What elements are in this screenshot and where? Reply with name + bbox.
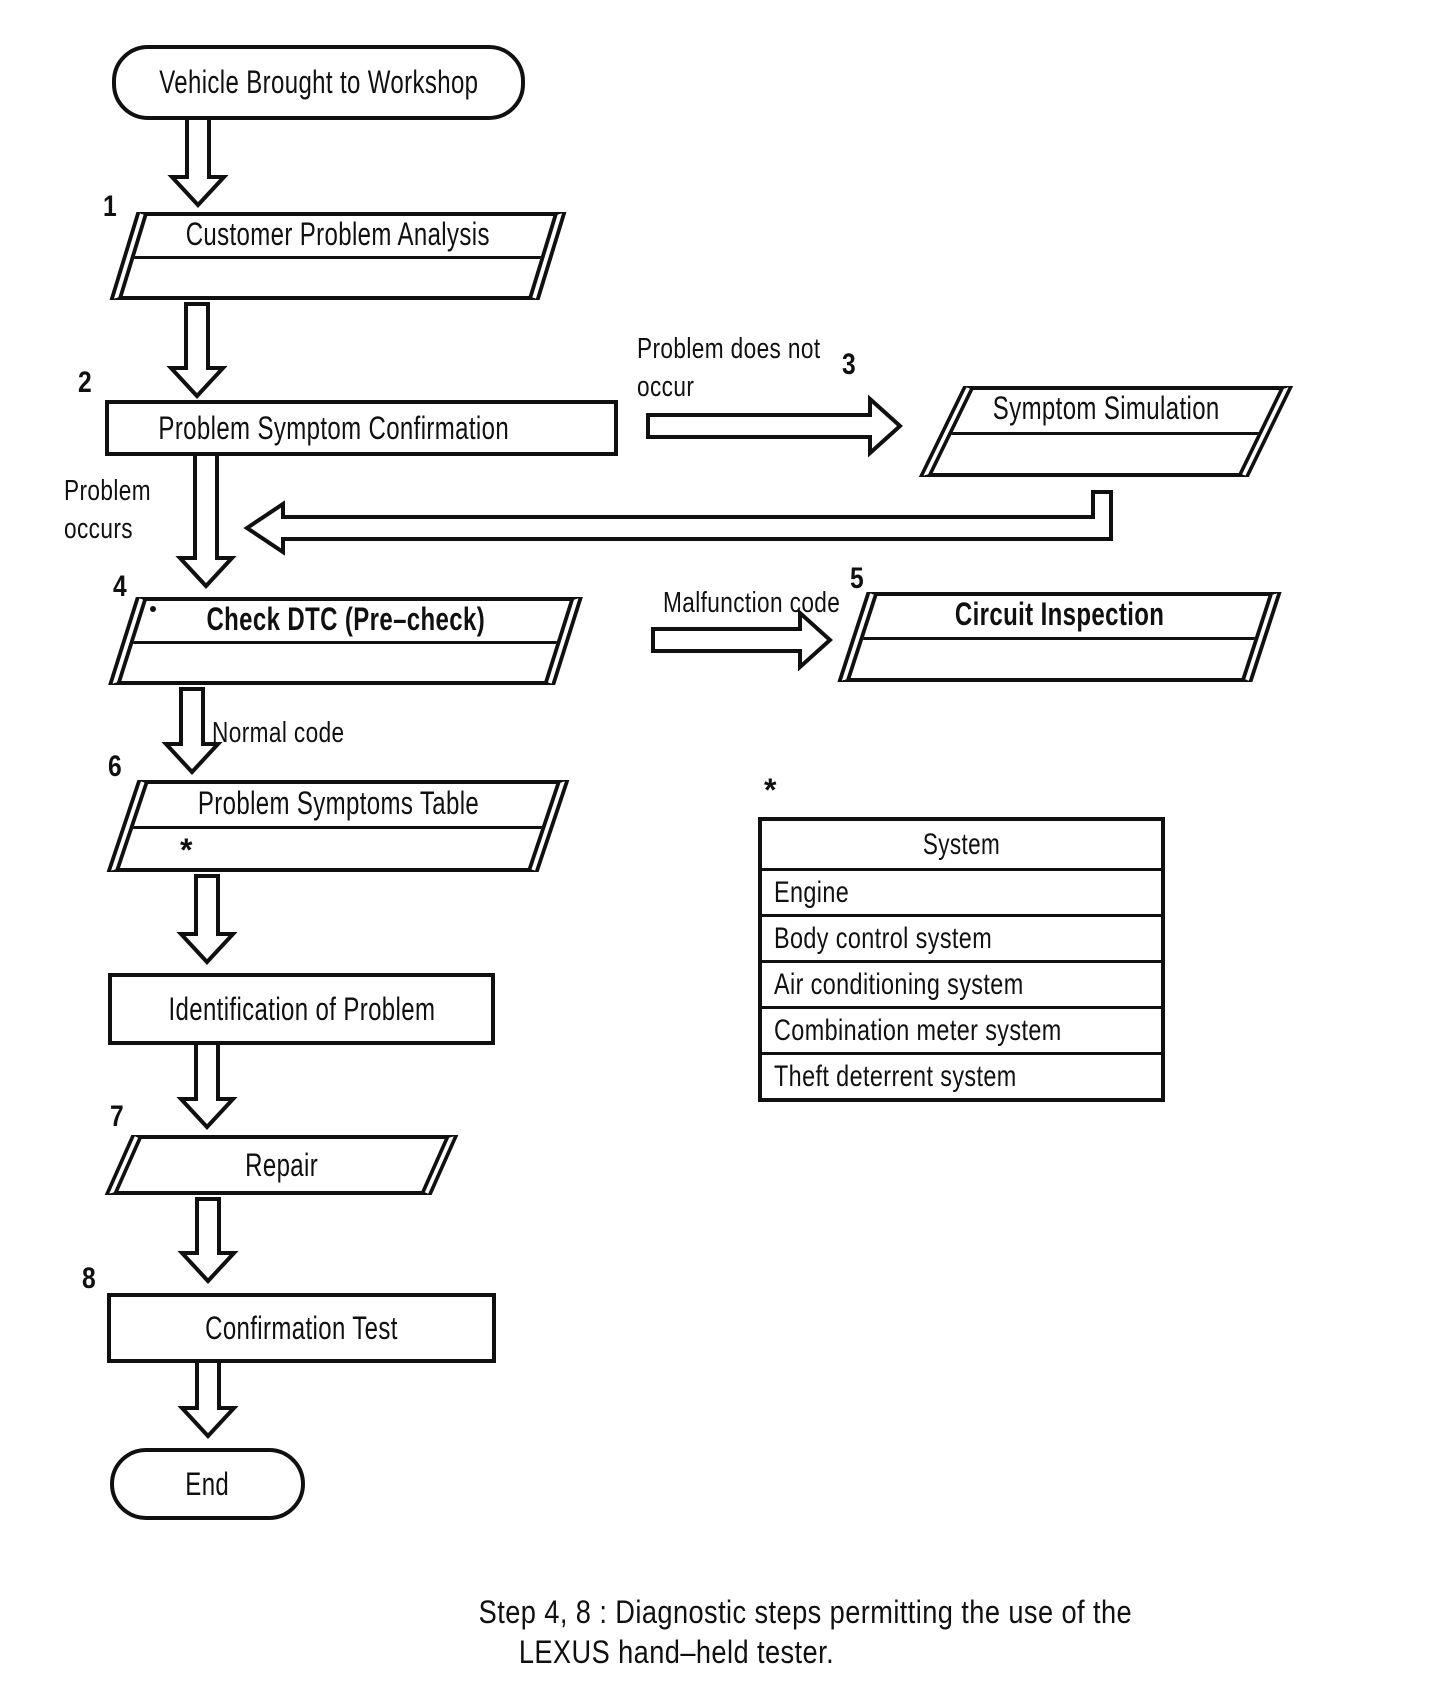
step6-divider [132,826,542,829]
label-malfunction-code: Malfunction code [663,587,841,619]
label-normal-code: Normal code [212,717,345,749]
terminator-end-label: End [185,1465,230,1502]
step6-footnote-mark: * [180,832,193,868]
arrow-step1-to-step2 [166,302,228,399]
step4-divider [133,641,557,644]
scan-speck [150,606,156,612]
step7-label: Repair [245,1146,318,1183]
arrow-step2-to-step4 [175,450,237,589]
terminator-end: End [110,1448,305,1520]
terminator-start-label: Vehicle Brought to Workshop [158,64,479,100]
arrow-step7-to-step8 [177,1197,239,1284]
step8-confirmation-test: Confirmation Test [107,1293,496,1363]
arrow-malfunction-code [651,608,833,672]
step1-label: Customer Problem Analysis [185,215,491,252]
step2-label: Problem Symptom Confirmation [158,409,510,446]
system-table-header-label: System [922,827,1001,861]
step8-number: 8 [82,1262,96,1295]
step5-circuit-inspection: Circuit Inspection [837,592,1282,682]
step5-number: 5 [850,562,864,595]
arrow-step6-to-identification [176,874,238,965]
system-table-row: Theft deterrent system [762,1052,1161,1098]
label-problem-occurs: Problem occurs [64,475,151,545]
system-table-footnote-mark: * [764,772,777,808]
caption-line2: LEXUS hand–held tester. [518,1634,834,1670]
step4-number: 4 [113,570,127,603]
system-table-row: Engine [762,868,1161,914]
step1-customer-problem-analysis: Customer Problem Analysis [109,212,567,300]
step3-label: Symptom Simulation [992,390,1220,427]
system-table: System Engine Body control system Air co… [758,817,1165,1102]
step1-divider [134,256,541,259]
system-table-row: Air conditioning system [762,960,1161,1006]
identification-of-problem: Identification of Problem [108,973,495,1045]
arrow-step8-to-end [177,1357,239,1439]
step7-number: 7 [110,1100,124,1133]
system-table-row: Combination meter system [762,1006,1161,1052]
identification-label: Identification of Problem [168,990,435,1027]
step3-number: 3 [842,348,856,381]
arrow-step4-to-step6 [161,687,223,775]
step6-problem-symptoms-table: Problem Symptoms Table * [106,780,570,872]
step4-label: Check DTC (Pre–check) [206,600,485,637]
step5-label: Circuit Inspection [954,596,1165,632]
step6-label: Problem Symptoms Table [197,784,479,821]
step6-number: 6 [108,750,122,783]
system-table-row: Body control system [762,914,1161,960]
arrow-return-from-simulation [243,490,1113,556]
step2-problem-symptom-confirmation: Problem Symptom Confirmation [105,400,618,456]
step7-repair: Repair [104,1135,459,1195]
arrow-identification-to-step7 [176,1039,238,1130]
step1-number: 1 [103,190,117,223]
step3-divider [951,431,1259,435]
system-table-header: System [762,821,1161,868]
label-problem-does-not-occur: Problem does not occur [637,333,821,403]
step5-divider [863,637,1255,640]
terminator-start: Vehicle Brought to Workshop [112,45,525,120]
step3-symptom-simulation: Symptom Simulation [918,386,1294,477]
caption-line1: Step 4, 8 : Diagnostic steps permitting … [478,1594,1132,1630]
arrow-problem-does-not-occur [646,394,903,458]
step2-number: 2 [78,366,92,399]
step8-label: Confirmation Test [205,1309,398,1346]
arrow-start-to-step1 [167,110,229,208]
step4-check-dtc: Check DTC (Pre–check) [108,597,583,685]
